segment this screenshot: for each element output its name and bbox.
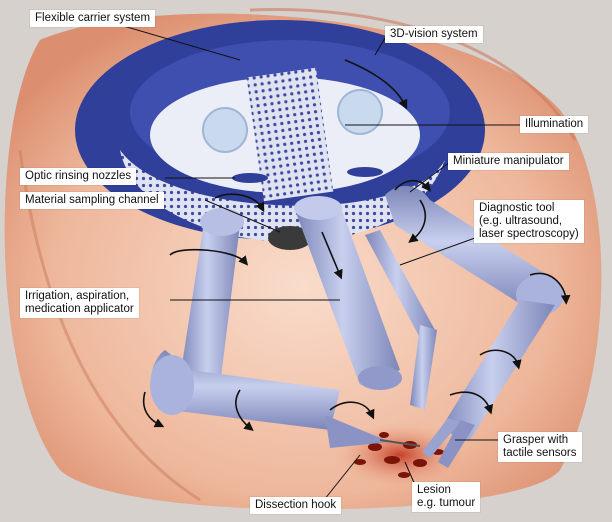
label-optic-rinsing: Optic rinsing nozzles <box>20 168 136 185</box>
label-lesion-line1: Lesion <box>417 484 475 497</box>
label-grasper-line2: tactile sensors <box>503 447 577 460</box>
label-diagnostic-line1: Diagnostic tool <box>479 202 579 215</box>
label-lesion-line2: e.g. tumour <box>417 497 475 510</box>
label-miniature-manipulator: Miniature manipulator <box>448 153 569 170</box>
label-grasper: Grasper with tactile sensors <box>498 432 582 462</box>
camera-lens-right <box>338 90 382 134</box>
label-dissection-hook: Dissection hook <box>250 497 341 514</box>
label-grasper-line1: Grasper with <box>503 434 577 447</box>
label-illumination: Illumination <box>520 116 588 133</box>
label-irrigation-line2: medication applicator <box>25 303 134 316</box>
label-irrigation: Irrigation, aspiration, medication appli… <box>20 288 139 318</box>
label-diagnostic-line3: laser spectroscopy) <box>479 228 579 241</box>
camera-lens-left <box>203 108 247 152</box>
label-diagnostic-line2: (e.g. ultrasound, <box>479 215 579 228</box>
label-3d-vision: 3D-vision system <box>385 26 483 43</box>
label-material-sampling: Material sampling channel <box>20 192 164 209</box>
label-irrigation-line1: Irrigation, aspiration, <box>25 290 134 303</box>
label-lesion: Lesion e.g. tumour <box>412 482 480 512</box>
label-diagnostic-tool: Diagnostic tool (e.g. ultrasound, laser … <box>474 200 584 243</box>
label-flexible-carrier: Flexible carrier system <box>30 10 155 27</box>
